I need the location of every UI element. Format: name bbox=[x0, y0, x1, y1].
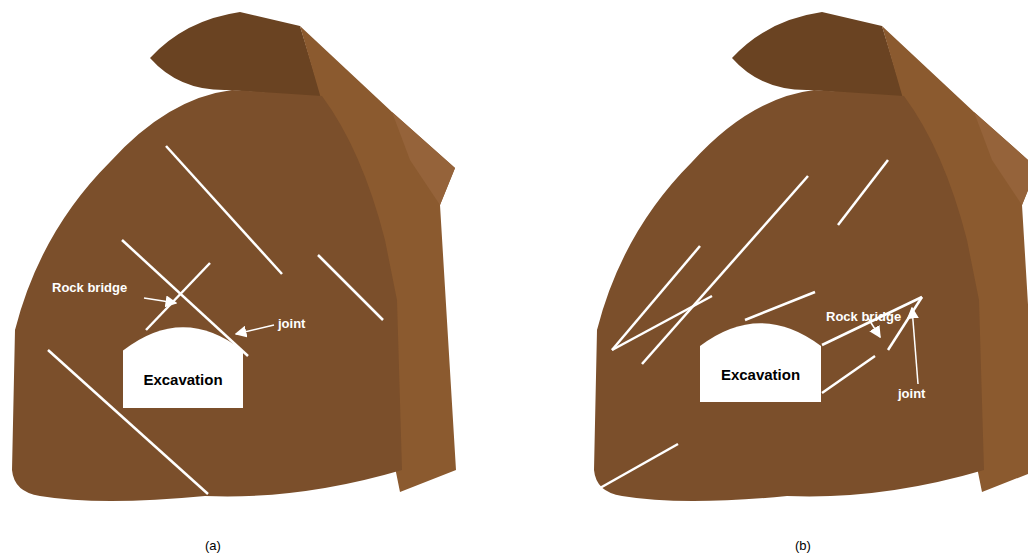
figure-caption: (b) bbox=[795, 538, 811, 553]
joints-a bbox=[48, 146, 383, 494]
joints-b bbox=[600, 160, 922, 488]
joint-label: joint bbox=[898, 386, 925, 401]
rock-bridge-label: Rock bridge bbox=[52, 280, 127, 295]
excavation-opening: Excavation bbox=[123, 326, 243, 408]
excavation-opening: Excavation bbox=[700, 322, 821, 402]
rock-bridge-label: Rock bridge bbox=[826, 309, 901, 324]
excavation-label: Excavation bbox=[700, 366, 821, 383]
excavation-label: Excavation bbox=[123, 371, 243, 388]
excavation-shape bbox=[123, 326, 243, 408]
joint-label: joint bbox=[278, 316, 305, 331]
excavation-shape bbox=[700, 322, 821, 402]
rock-block-a bbox=[12, 12, 456, 501]
rock-block-b bbox=[594, 12, 1028, 501]
figure-caption: (a) bbox=[205, 538, 221, 553]
